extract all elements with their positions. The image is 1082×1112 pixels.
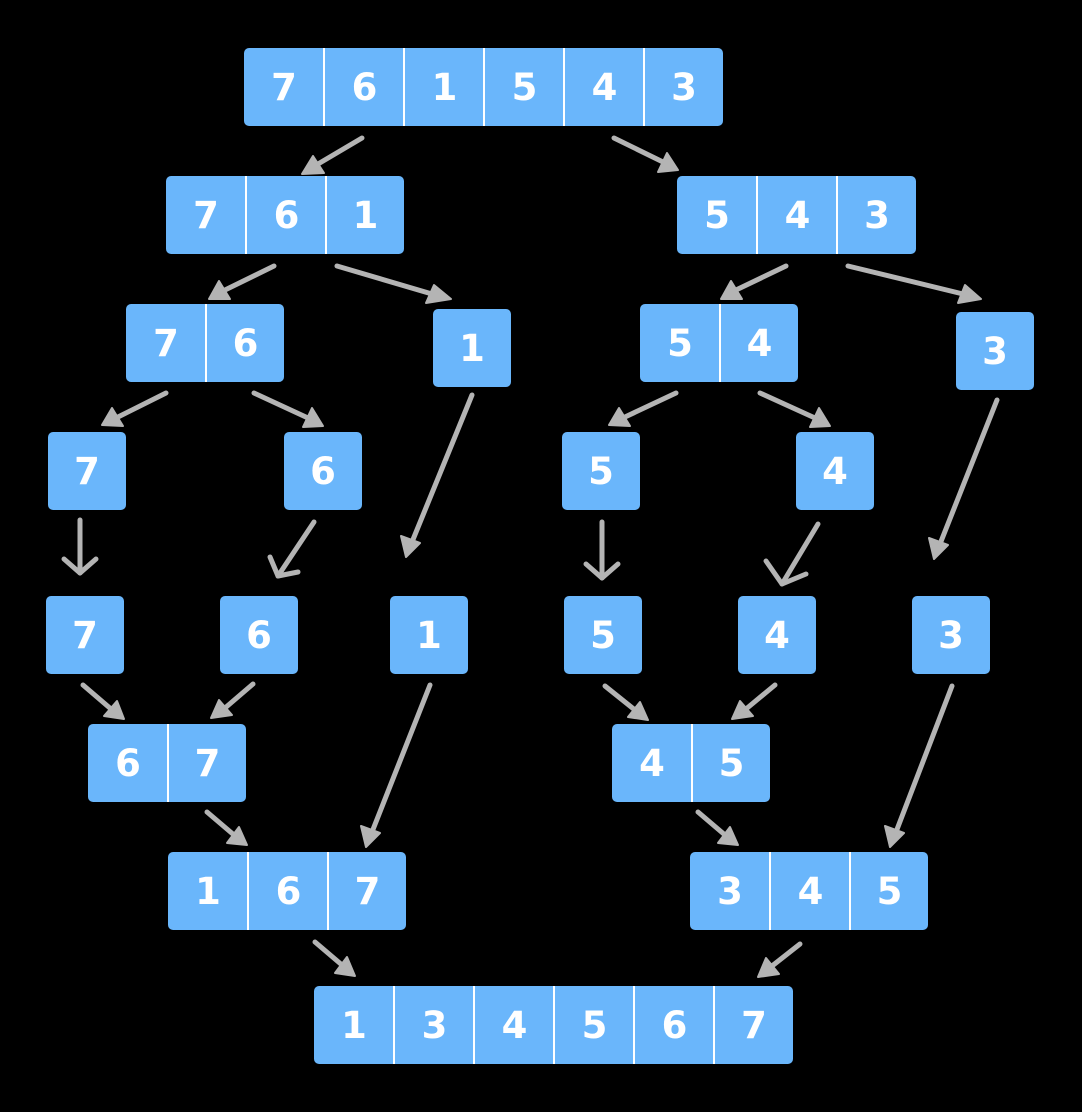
array-cell: 4 xyxy=(719,304,798,382)
array-cell: 4 xyxy=(473,986,554,1064)
array-cell: 3 xyxy=(643,48,723,126)
arrow-down-1 xyxy=(400,392,475,558)
array-cell: 6 xyxy=(247,852,328,930)
array-cell: 5 xyxy=(849,852,928,930)
arrow-merge-7 xyxy=(80,682,125,720)
array-cell: 7 xyxy=(167,724,246,802)
array-cell: 7 xyxy=(713,986,793,1064)
arrow-merge-pair-right xyxy=(695,809,739,846)
element-merge-1: 1 xyxy=(390,596,468,674)
array-cell: 5 xyxy=(553,986,634,1064)
array-cell: 7 xyxy=(166,176,246,254)
arrow-merge-triple-right xyxy=(757,941,803,978)
arrow-merge-1 xyxy=(360,682,433,848)
array-cell: 6 xyxy=(633,986,714,1064)
array-cell: 6 xyxy=(205,304,284,382)
arrow-merge-6 xyxy=(210,681,256,719)
arrow-split-right-pair xyxy=(720,263,789,300)
array-cell: 5 xyxy=(640,304,720,382)
array-cell: 6 xyxy=(88,724,168,802)
element-merge-3: 3 xyxy=(912,596,990,674)
array-cell: 1 xyxy=(325,176,404,254)
arrow-merge-5 xyxy=(602,683,649,721)
element-split-4: 4 xyxy=(796,432,874,510)
arrow-pass-5 xyxy=(583,519,621,581)
arrow-split-left-pair xyxy=(208,263,277,300)
array-cell: 4 xyxy=(756,176,837,254)
element-merge-5: 5 xyxy=(564,596,642,674)
arrow-split-root-left xyxy=(301,135,365,175)
arrow-pass-4 xyxy=(763,521,821,587)
arrow-pass-7 xyxy=(61,517,99,576)
array-cell: 3 xyxy=(393,986,474,1064)
arrow-merge-3 xyxy=(884,683,955,848)
array-cell: 7 xyxy=(327,852,406,930)
element-merge-4: 4 xyxy=(738,596,816,674)
arrow-split-right-single xyxy=(845,263,982,304)
arrow-split-left-single xyxy=(334,263,452,304)
array-cell: 1 xyxy=(403,48,484,126)
element-split-6: 6 xyxy=(284,432,362,510)
arrow-merge-triple-left xyxy=(312,939,356,977)
subarray-right-single: 3 xyxy=(956,312,1034,390)
array-cell: 4 xyxy=(769,852,850,930)
array-cell: 7 xyxy=(126,304,206,382)
array-cell: 4 xyxy=(612,724,692,802)
arrow-pass-6 xyxy=(267,519,317,579)
element-merge-7: 7 xyxy=(46,596,124,674)
element-split-7: 7 xyxy=(48,432,126,510)
element-split-5: 5 xyxy=(562,432,640,510)
array-cell: 3 xyxy=(690,852,770,930)
element-merge-6: 6 xyxy=(220,596,298,674)
array-cell: 1 xyxy=(168,852,248,930)
array-cell: 6 xyxy=(323,48,404,126)
arrow-down-3 xyxy=(928,397,1000,560)
array-cell: 7 xyxy=(244,48,324,126)
array-cell: 5 xyxy=(483,48,564,126)
array-cell: 6 xyxy=(245,176,326,254)
array-cell: 5 xyxy=(677,176,757,254)
arrow-split-root-right xyxy=(611,135,679,173)
arrow-split-4 xyxy=(757,390,831,428)
arrow-split-7 xyxy=(101,390,169,427)
arrow-split-5 xyxy=(608,390,679,427)
array-cell: 5 xyxy=(691,724,770,802)
array-cell: 3 xyxy=(836,176,916,254)
array-cell: 4 xyxy=(563,48,644,126)
subarray-left-single: 1 xyxy=(433,309,511,387)
array-cell: 1 xyxy=(314,986,394,1064)
arrow-merge-4 xyxy=(731,682,778,720)
arrow-merge-pair-left xyxy=(204,809,248,846)
arrow-split-6 xyxy=(251,390,324,428)
